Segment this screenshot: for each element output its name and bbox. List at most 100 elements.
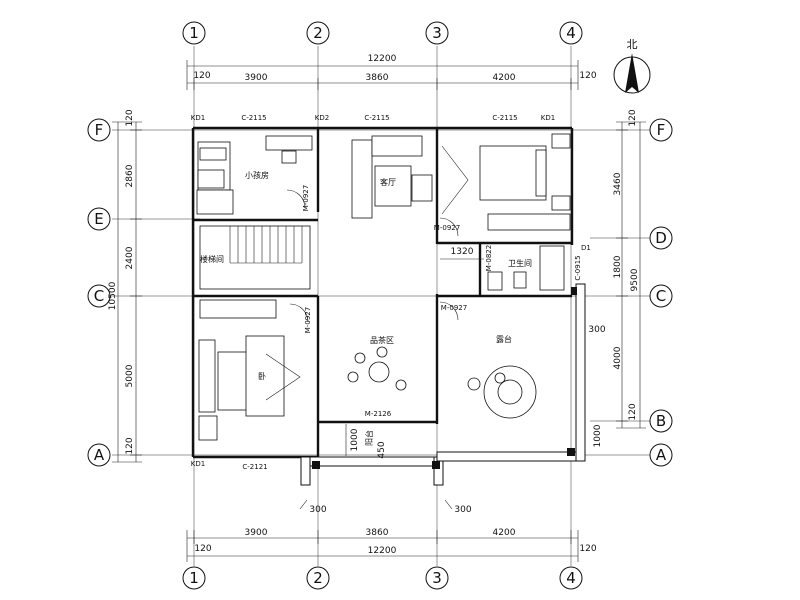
label-d1: D1 [581, 244, 591, 252]
room-small-bedroom: 小孩房 M-0927 [196, 135, 313, 215]
dim-top-4200: 4200 [493, 73, 516, 83]
axis-marker-right-B: B [649, 409, 673, 433]
room-master-bedroom: M-0927 [434, 133, 571, 237]
label-bedroom: 卧 [258, 372, 266, 381]
dim-top-3860: 3860 [366, 73, 389, 83]
dim-1000-left: 1000 [350, 428, 360, 451]
room-living: 客厅 [351, 135, 433, 219]
axis-marker-top-4: 4 [559, 21, 583, 45]
dim-left-120-bottom: 120 [125, 437, 135, 454]
misc-dimensions: 300 1000 300 300 [299, 325, 606, 515]
room-balcony: 阳台 450 1000 [345, 424, 387, 459]
axis-marker-top-3: 3 [425, 21, 449, 45]
axis-marker-right-C: C [649, 284, 673, 308]
bottom-dimensions: 120 3900 3860 4200 120 12200 [186, 528, 597, 562]
dim-bottom-120-left: 120 [194, 544, 211, 554]
axis-marker-bottom-2: 2 [306, 566, 330, 590]
svg-text:F: F [95, 121, 104, 139]
svg-text:2: 2 [313, 24, 323, 42]
parapet-walls [300, 283, 586, 486]
door-m2126: M-2126 [365, 410, 392, 418]
dim-top-total: 12200 [368, 54, 397, 64]
dim-left-total: 10500 [108, 281, 118, 310]
dim-bottom-120-right: 120 [579, 544, 596, 554]
svg-text:2: 2 [313, 569, 323, 587]
walls [191, 126, 574, 459]
door-m0927-c: M-0927 [304, 307, 312, 333]
label-kd2: KD2 [315, 114, 329, 122]
top-dimensions: 12200 120 3900 3860 4200 120 [186, 54, 597, 90]
door-m0927-d: M-0927 [441, 304, 467, 312]
svg-text:B: B [656, 412, 666, 430]
room-bedroom: 卧 M-0927 [198, 299, 312, 441]
svg-text:1: 1 [189, 569, 199, 587]
svg-text:F: F [657, 121, 666, 139]
axis-marker-top-2: 2 [306, 21, 330, 45]
dim-left-120-top: 120 [125, 109, 135, 126]
label-leisure: 品茶区 [370, 335, 394, 345]
window-c0915: C-0915 [574, 255, 582, 280]
dim-300-right: 300 [588, 325, 605, 335]
dim-top-120-left: 120 [193, 71, 210, 81]
dim-right-4000: 4000 [613, 346, 623, 369]
svg-text:E: E [94, 210, 103, 228]
window-c2121: C-2121 [242, 463, 267, 471]
openings-top: KD1 C-2115 KD2 C-2115 C-2115 KD1 KD1 C-2… [191, 114, 555, 471]
door-m0927-a: M-0927 [302, 185, 310, 211]
dim-top-120-right: 120 [579, 71, 596, 81]
axis-marker-bottom-3: 3 [425, 566, 449, 590]
label-balcony-elevation: 450 [377, 441, 387, 458]
svg-text:1: 1 [189, 24, 199, 42]
svg-text:C: C [656, 287, 666, 305]
dim-right-120-top: 120 [628, 109, 638, 126]
dim-bottom-3860: 3860 [366, 528, 389, 538]
left-dimensions: 120 2860 2400 5000 120 10500 [108, 109, 142, 463]
dim-top-3900: 3900 [245, 73, 268, 83]
label-terrace: 露台 [496, 334, 512, 344]
label-kd1-top-right: KD1 [541, 114, 555, 122]
dim-left-2860: 2860 [125, 164, 135, 187]
dim-bottom-3900: 3900 [245, 528, 268, 538]
dim-1000-right: 1000 [593, 424, 603, 447]
svg-text:A: A [656, 446, 667, 464]
label-bathroom: 卫生间 [508, 258, 532, 268]
room-terrace: 露台 M-0927 [439, 301, 537, 419]
svg-text:3: 3 [432, 24, 442, 42]
svg-text:4: 4 [566, 24, 576, 42]
dim-right-total: 9500 [630, 268, 640, 291]
axis-marker-left-C: C [87, 284, 111, 308]
north-label: 北 [627, 38, 638, 51]
door-m0822: M-0822 [485, 245, 493, 271]
axis-marker-bottom-1: 1 [182, 566, 206, 590]
axis-marker-right-D: D [649, 226, 673, 250]
axis-marker-top-1: 1 [182, 21, 206, 45]
dim-left-5000: 5000 [125, 364, 135, 387]
axis-marker-right-A: A [649, 443, 673, 467]
label-small-bedroom: 小孩房 [245, 170, 269, 180]
room-bathroom: 卫生间 M-0822 1320 C-0915 D1 [440, 244, 591, 291]
dim-bottom-4200: 4200 [493, 528, 516, 538]
dim-right-120-bottom: 120 [628, 403, 638, 420]
svg-text:D: D [655, 229, 667, 247]
axis-marker-left-A: A [87, 443, 111, 467]
label-kd1-bottom-left: KD1 [191, 460, 205, 468]
axis-marker-left-E: E [87, 207, 111, 231]
window-c2115-a: C-2115 [241, 114, 266, 122]
right-dimensions: 120 3460 1800 4000 120 9500 [613, 109, 646, 429]
svg-text:C: C [94, 287, 104, 305]
axis-marker-bottom-4: 4 [559, 566, 583, 590]
room-leisure: 品茶区 M-2126 [347, 335, 407, 418]
label-stair: 楼梯间 [200, 254, 224, 264]
label-living: 客厅 [380, 177, 396, 187]
dim-right-1800: 1800 [613, 255, 623, 278]
room-stair: 楼梯间 [199, 225, 311, 290]
window-c2115-c: C-2115 [492, 114, 517, 122]
dim-left-2400: 2400 [125, 246, 135, 269]
door-m0927-b: M-0927 [434, 224, 460, 232]
north-arrow-icon: 北 [613, 38, 651, 94]
axis-marker-right-F: F [649, 118, 673, 142]
dim-1320: 1320 [451, 247, 474, 257]
label-kd1-top-left: KD1 [191, 114, 205, 122]
svg-text:3: 3 [432, 569, 442, 587]
